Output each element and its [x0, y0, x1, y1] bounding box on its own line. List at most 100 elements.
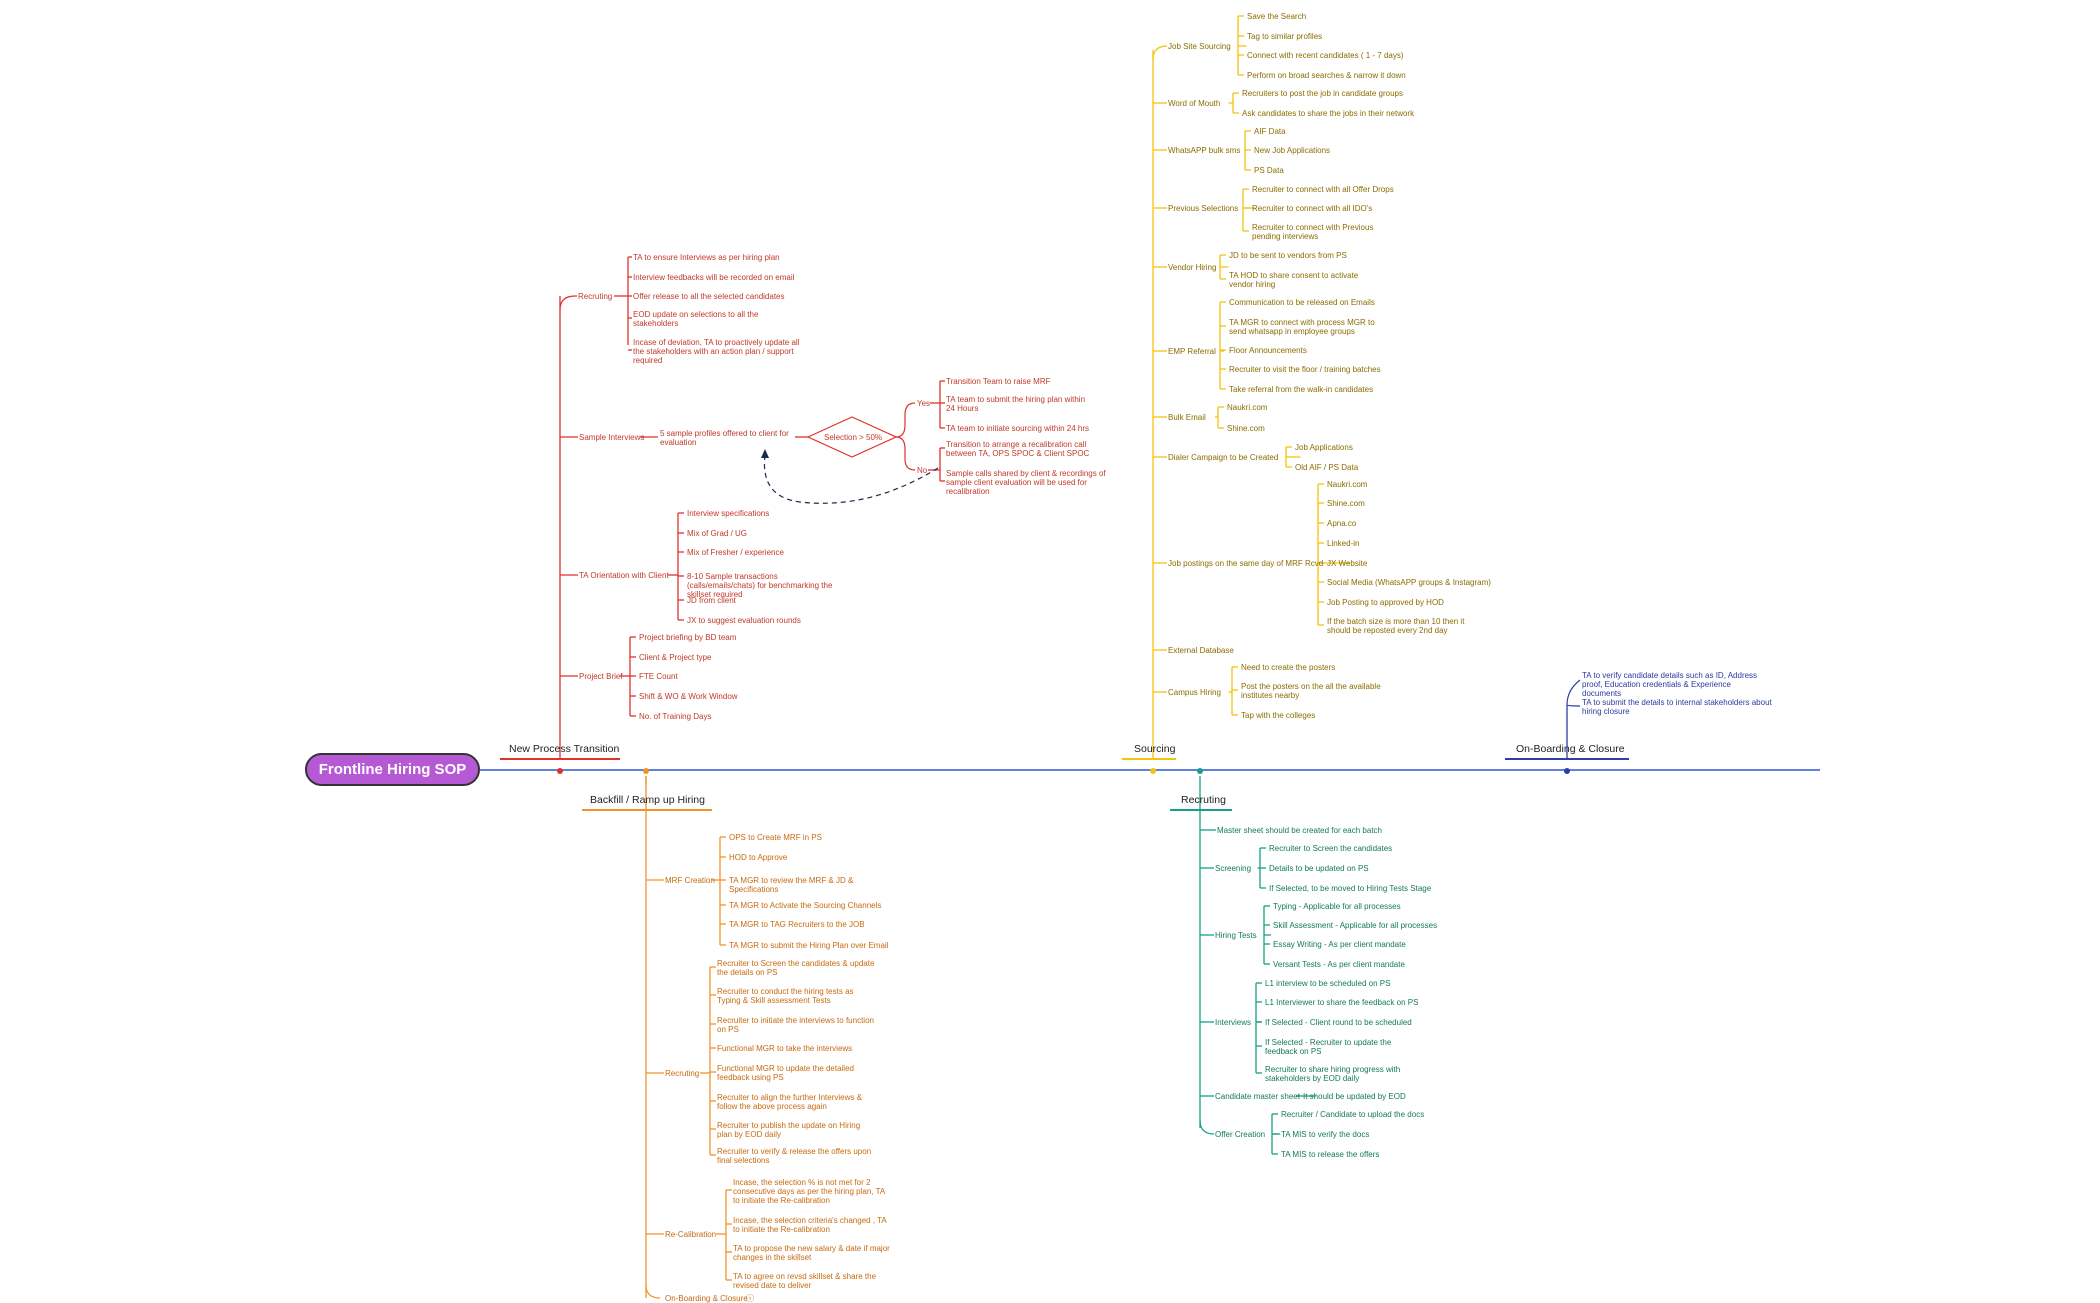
sourcing-group-label[interactable]: Campus Hiring [1168, 688, 1221, 697]
no-outcome-item[interactable]: Transition to arrange a recalibration ca… [946, 440, 1090, 458]
root-node[interactable]: Frontline Hiring SOP [305, 753, 480, 786]
backfill-recruiting-item[interactable]: Functional MGR to take the interviews [717, 1044, 853, 1053]
npt-orientation-leaf[interactable]: Mix of Fresher / experience [687, 548, 784, 557]
sourcing-group-label[interactable]: Dialer Campaign to be Created [1168, 453, 1279, 462]
npt-recruiting-item[interactable]: EOD update on selections to all the stak… [633, 310, 759, 328]
recruiting-group-label[interactable]: Hiring Tests [1215, 931, 1257, 940]
sourcing-group-label[interactable]: Job Site Sourcing [1168, 42, 1231, 51]
sourcing-group-label[interactable]: Vendor Hiring [1168, 263, 1217, 272]
recruiting-master-sheet[interactable]: Master sheet should be created for each … [1217, 826, 1382, 835]
sourcing-group-label[interactable]: WhatsAPP bulk sms [1168, 146, 1241, 155]
recruiting-leaf[interactable]: It should be updated by EOD [1303, 1092, 1406, 1101]
npt-project-brief-leaf[interactable]: Shift & WO & Work Window [639, 692, 738, 701]
sourcing-leaf[interactable]: Recruiter to connect with all IDO's [1252, 204, 1373, 213]
sourcing-leaf[interactable]: JX Website [1327, 559, 1368, 568]
backfill-mrf-label[interactable]: MRF Creation [665, 876, 715, 885]
yes-outcome-item[interactable]: TA team to submit the hiring plan within… [946, 395, 1086, 413]
backfill-recruiting-label[interactable]: Recruting [665, 1069, 700, 1078]
backfill-mrf-leaf[interactable]: OPS to Create MRF in PS [729, 833, 822, 842]
sourcing-leaf[interactable]: Tag to similar profiles [1247, 32, 1323, 41]
no-outcome-item[interactable]: Sample calls shared by client & recordin… [946, 469, 1106, 496]
decision-no-label[interactable]: No [917, 466, 928, 475]
backfill-recruiting-item[interactable]: Recruiter to conduct the hiring tests as… [717, 987, 854, 1005]
sourcing-leaf[interactable]: TA HOD to share consent to activate vend… [1229, 271, 1359, 289]
sourcing-group-label[interactable]: Word of Mouth [1168, 99, 1221, 108]
sourcing-group-label[interactable]: External Database [1168, 646, 1234, 655]
sourcing-leaf[interactable]: Tap with the colleges [1241, 711, 1316, 720]
backfill-recalibration-item[interactable]: Incase, the selection criteria's changed… [733, 1216, 887, 1234]
npt-orientation-leaf[interactable]: JX to suggest evaluation rounds [687, 616, 801, 625]
section-sourcing[interactable]: Sourcing [1134, 743, 1176, 755]
npt-project-brief-leaf[interactable]: Client & Project type [639, 653, 712, 662]
recruiting-leaf[interactable]: If Selected, to be moved to Hiring Tests… [1269, 884, 1432, 893]
npt-project-brief-leaf[interactable]: No. of Training Days [639, 712, 712, 721]
backfill-mrf-leaf[interactable]: TA MGR to Activate the Sourcing Channels [729, 901, 882, 910]
recruiting-leaf[interactable]: TA MIS to verify the docs [1281, 1130, 1370, 1139]
sourcing-leaf[interactable]: AIF Data [1254, 127, 1286, 136]
sourcing-leaf[interactable]: If the batch size is more than 10 then i… [1327, 617, 1465, 635]
sourcing-leaf[interactable]: Take referral from the walk-in candidate… [1229, 385, 1374, 394]
recruiting-leaf[interactable]: Typing - Applicable for all processes [1273, 902, 1401, 911]
backfill-mrf-leaf[interactable]: HOD to Approve [729, 853, 788, 862]
sourcing-leaf[interactable]: Connect with recent candidates ( 1 - 7 d… [1247, 51, 1404, 60]
recruiting-leaf[interactable]: Skill Assessment - Applicable for all pr… [1273, 921, 1438, 930]
sourcing-leaf[interactable]: Floor Announcements [1229, 346, 1307, 355]
npt-recruiting-item[interactable]: TA to ensure Interviews as per hiring pl… [633, 253, 780, 262]
npt-orientation-leaf[interactable]: 8-10 Sample transactions (calls/emails/c… [687, 572, 833, 599]
sourcing-leaf[interactable]: Ask candidates to share the jobs in thei… [1242, 109, 1415, 118]
recruiting-group-label[interactable]: Offer Creation [1215, 1130, 1266, 1139]
sourcing-group-label[interactable]: Bulk Email [1168, 413, 1206, 422]
sourcing-leaf[interactable]: Perform on broad searches & narrow it do… [1247, 71, 1406, 80]
backfill-recruiting-item[interactable]: Recruiter to align the further Interview… [717, 1093, 862, 1111]
backfill-recalibration-item[interactable]: TA to propose the new salary & date if m… [733, 1244, 890, 1262]
sourcing-leaf[interactable]: Communication to be released on Emails [1229, 298, 1375, 307]
recruiting-group-label[interactable]: Candidate master sheet [1215, 1092, 1300, 1101]
backfill-recruiting-item[interactable]: Recruiter to Screen the candidates & upd… [717, 959, 875, 977]
sourcing-leaf[interactable]: JD to be sent to vendors from PS [1229, 251, 1347, 260]
onboarding-item[interactable]: TA to verify candidate details such as I… [1582, 671, 1758, 698]
backfill-recruiting-item[interactable]: Functional MGR to update the detailed fe… [717, 1064, 854, 1082]
backfill-mrf-leaf[interactable]: TA MGR to submit the Hiring Plan over Em… [729, 941, 889, 950]
yes-outcome-item[interactable]: Transition Team to raise MRF [946, 377, 1051, 386]
recruiting-leaf[interactable]: Details to be updated on PS [1269, 864, 1369, 873]
backfill-recruiting-item[interactable]: Recruiter to initiate the interviews to … [717, 1016, 874, 1034]
recruiting-leaf[interactable]: Recruiter to Screen the candidates [1269, 844, 1393, 853]
sourcing-leaf[interactable]: TA MGR to connect with process MGR to se… [1229, 318, 1375, 336]
npt-project-brief-leaf[interactable]: Project briefing by BD team [639, 633, 737, 642]
recruiting-group-label[interactable]: Interviews [1215, 1018, 1252, 1027]
sourcing-leaf[interactable]: Linked-in [1327, 539, 1360, 548]
onboarding-item[interactable]: TA to submit the details to internal sta… [1582, 698, 1772, 716]
sourcing-leaf[interactable]: Job Posting to approved by HOD [1327, 598, 1444, 607]
npt-recruiting-item[interactable]: Offer release to all the selected candid… [633, 292, 785, 301]
npt-recruiting-item[interactable]: Interview feedbacks will be recorded on … [633, 273, 795, 282]
backfill-recalibration-label[interactable]: Re-Calibration [665, 1230, 717, 1239]
section-backfill[interactable]: Backfill / Ramp up Hiring [590, 794, 705, 806]
npt-recruiting-item[interactable]: Incase of deviation, TA to proactively u… [633, 338, 800, 365]
npt-recruiting-label[interactable]: Recruting [578, 292, 613, 301]
sourcing-leaf[interactable]: Shine.com [1227, 424, 1265, 433]
recruiting-leaf[interactable]: Essay Writing - As per client mandate [1273, 940, 1406, 949]
npt-orientation-leaf[interactable]: Mix of Grad / UG [687, 529, 748, 538]
sourcing-leaf[interactable]: Recruiter to connect with all Offer Drop… [1252, 185, 1394, 194]
recruiting-leaf[interactable]: Versant Tests - As per client mandate [1273, 960, 1405, 969]
section-onboarding[interactable]: On-Boarding & Closure [1516, 743, 1625, 755]
recruiting-leaf[interactable]: Recruiter to share hiring progress with … [1265, 1065, 1401, 1083]
sourcing-leaf[interactable]: Job Applications [1295, 443, 1353, 452]
sourcing-group-label[interactable]: EMP Referral [1168, 347, 1216, 356]
sourcing-leaf[interactable]: Social Media (WhatsAPP groups & Instagra… [1327, 578, 1491, 587]
recruiting-leaf[interactable]: L1 Interviewer to share the feedback on … [1265, 998, 1419, 1007]
sourcing-leaf[interactable]: Recruiter to visit the floor / training … [1229, 365, 1381, 374]
backfill-recalibration-item[interactable]: TA to agree on revsd skillset & share th… [733, 1272, 877, 1290]
sourcing-leaf[interactable]: New Job Applications [1254, 146, 1331, 155]
sourcing-leaf[interactable]: Recruiters to post the job in candidate … [1242, 89, 1403, 98]
npt-project-brief-leaf[interactable]: FTE Count [639, 672, 678, 681]
backfill-mrf-leaf[interactable]: TA MGR to review the MRF & JD & Specific… [729, 876, 854, 894]
sourcing-leaf[interactable]: Old AIF / PS Data [1295, 463, 1359, 472]
backfill-recalibration-item[interactable]: Incase, the selection % is not met for 2… [733, 1178, 885, 1205]
recruiting-group-label[interactable]: Screening [1215, 864, 1252, 873]
sourcing-leaf[interactable]: Save the Search [1247, 12, 1307, 21]
sourcing-group-label[interactable]: Job postings on the same day of MRF Rcvd [1168, 559, 1324, 568]
sourcing-group-label[interactable]: Previous Selections [1168, 204, 1239, 213]
sourcing-leaf[interactable]: Shine.com [1327, 499, 1365, 508]
npt-sample-interviews-label[interactable]: Sample Interviews [579, 433, 645, 442]
